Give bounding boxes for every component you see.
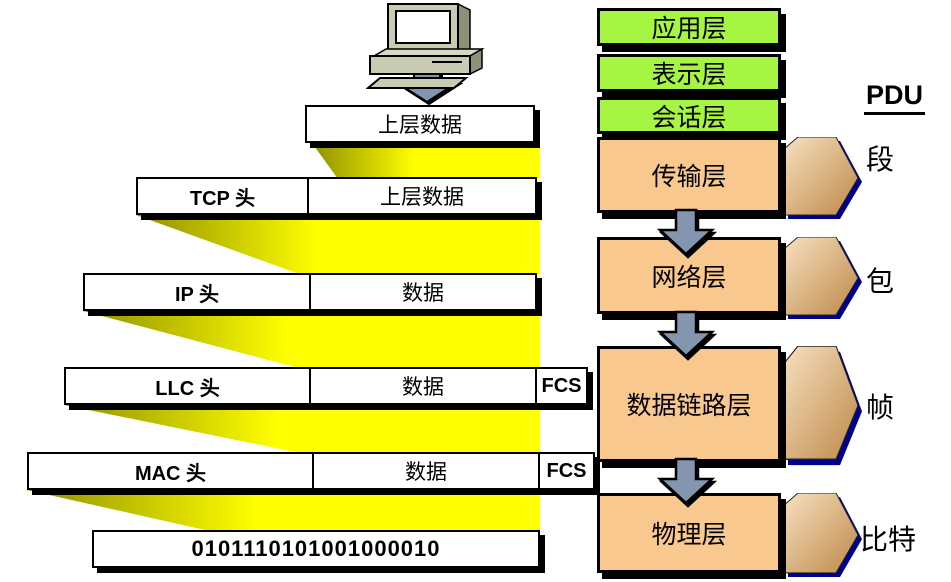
pdu-tab-segment xyxy=(784,137,862,219)
mac-fcs-cell: FCS xyxy=(538,454,593,488)
row-mac-frame: MAC 头 数据 FCS xyxy=(27,452,595,490)
mac-payload-cell: 数据 xyxy=(312,454,538,488)
layer-application-label: 应用层 xyxy=(651,16,727,43)
mac-header-cell: MAC 头 xyxy=(134,462,207,485)
layer-session: 会话层 xyxy=(597,97,781,134)
row-llc-frame: LLC 头 数据 FCS xyxy=(64,367,588,405)
upper-layer-data-cell: 上层数据 xyxy=(378,113,462,137)
flow-shape-upper-to-tcp xyxy=(312,143,540,179)
ip-header-cell: IP 头 xyxy=(174,283,220,306)
pdu-tab-frame xyxy=(784,346,862,466)
layer-transport-label: 传输层 xyxy=(651,164,727,191)
flow-shape-tcp-to-ip xyxy=(136,215,540,275)
flow-shape-ip-to-llc xyxy=(83,311,540,369)
layer-datalink-label: 数据链路层 xyxy=(626,393,752,420)
layer-presentation: 表示层 xyxy=(597,54,781,92)
layer-network-label: 网络层 xyxy=(651,264,727,292)
pdu-label-frame: 帧 xyxy=(866,393,895,424)
pdu-heading: PDU xyxy=(864,80,926,115)
layer-transport: 传输层 xyxy=(597,137,781,213)
llc-fcs-cell: FCS xyxy=(535,369,586,403)
flow-shape-mac-to-bits xyxy=(27,490,540,532)
layer-datalink: 数据链路层 xyxy=(597,346,781,462)
row-tcp-segment: TCP 头 上层数据 xyxy=(136,177,537,215)
pdu-tab-bit xyxy=(784,493,862,577)
ip-payload-cell: 数据 xyxy=(309,275,535,309)
layer-physical-label: 物理层 xyxy=(651,522,727,549)
layer-presentation-label: 表示层 xyxy=(651,62,727,89)
pdu-label-segment: 段 xyxy=(866,145,895,176)
pdu-label-bit: 比特 xyxy=(860,525,917,556)
arrow-network-to-datalink-icon xyxy=(656,310,716,358)
row-upper-layer-data: 上层数据 xyxy=(305,105,535,143)
llc-payload-cell: 数据 xyxy=(309,369,535,403)
bit-stream-cell: 0101110101001000010 xyxy=(191,536,441,561)
layer-application: 应用层 xyxy=(597,8,781,46)
llc-header-cell: LLC 头 xyxy=(155,377,220,400)
row-bit-stream: 0101110101001000010 xyxy=(92,530,540,568)
tcp-header-cell: TCP 头 xyxy=(189,187,256,210)
arrow-transport-to-network-icon xyxy=(656,208,716,256)
pdu-tab-packet xyxy=(784,237,862,319)
flow-shape-llc-to-mac xyxy=(64,405,540,454)
layer-session-label: 会话层 xyxy=(651,104,727,132)
arrow-datalink-to-physical-icon xyxy=(656,457,716,505)
desktop-computer-icon xyxy=(366,2,485,89)
tcp-payload-cell: 上层数据 xyxy=(307,179,535,213)
row-ip-packet: IP 头 数据 xyxy=(83,273,537,311)
layer-physical: 物理层 xyxy=(597,493,781,573)
pdu-label-packet: 包 xyxy=(866,267,895,298)
